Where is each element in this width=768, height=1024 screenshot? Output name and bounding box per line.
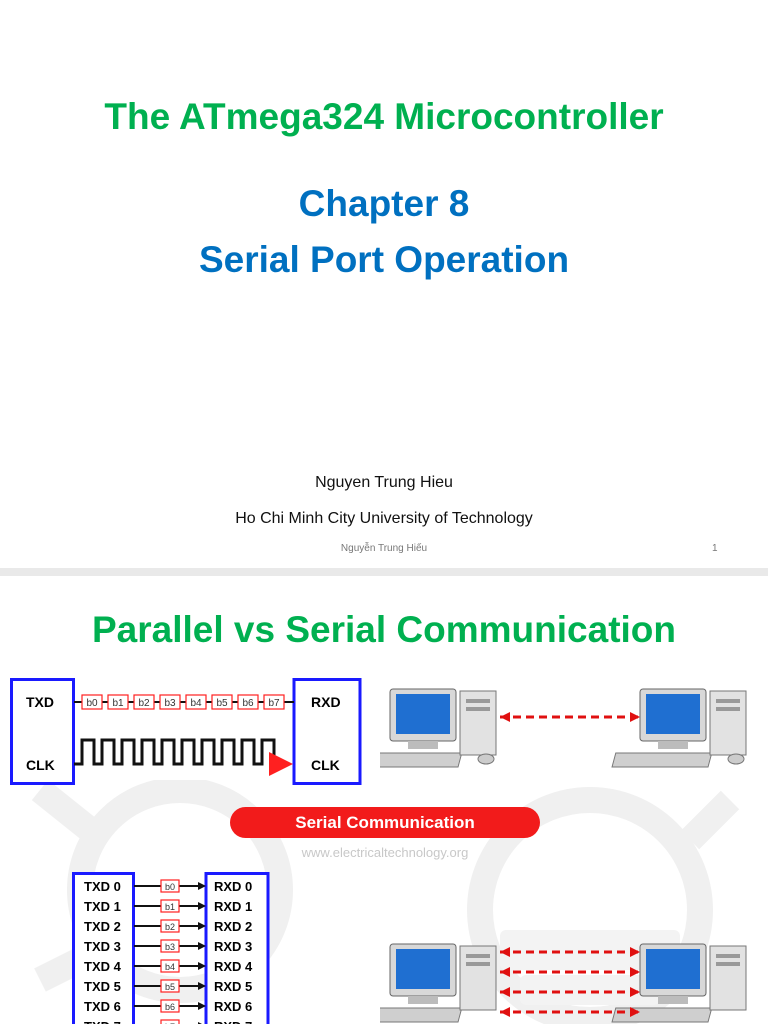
serial-bit-label: b3 [164,698,176,709]
serial-bit-box: b7 [263,694,285,710]
serial-bit-box: b0 [81,694,103,710]
slide-title: Parallel vs Serial Communication [92,609,676,650]
rx-clk-label: CLK [311,757,340,773]
serial-bit-box: b1 [107,694,129,710]
parallel-bit-label: b1 [165,902,175,912]
parallel-line-row: TXD 1 b1 RXD 1 [84,899,252,914]
rx-line-label: RXD 2 [214,919,252,934]
university-name: Ho Chi Minh City University of Technolog… [235,510,533,527]
serial-bit-box: b6 [237,694,259,710]
page-number: 1 [712,543,718,554]
rx-parallel-box [204,872,270,1024]
parallel-line-row: TXD 4 b4 RXD 4 [84,959,253,974]
serial-bit-label: b6 [242,698,254,709]
tx-line-label: TXD 1 [84,899,121,914]
chapter-title: Serial Port Operation [198,239,570,280]
computer-right-icon [611,943,747,1023]
footer-author: Nguyễn Trung Hiếu [340,543,428,554]
rx-line-label: RXD 5 [214,979,252,994]
serial-bit-label: b5 [216,698,228,709]
serial-computers-illustration [380,688,747,768]
serial-bit-label: b7 [268,698,280,709]
author-name: Nguyen Trung Hieu [315,474,453,491]
rx-line-label: RXD 1 [214,899,252,914]
computer-left-icon [380,943,497,1023]
tx-parallel-box [72,872,135,1024]
parallel-computers-illustration [380,943,747,1023]
parallel-line-row: TXD 6 b6 RXD 6 [84,999,252,1014]
rx-line-label: RXD 4 [214,959,253,974]
parallel-bit-label: b3 [165,942,175,952]
tx-clk-label: CLK [26,757,55,773]
parallel-link-arrows [500,947,640,1017]
rx-line-label: RXD 3 [214,939,252,954]
tx-line-label: TXD 4 [84,959,122,974]
serial-bit-label: b2 [138,698,150,709]
clock-waveform [74,738,293,776]
parallel-line-row: TXD 3 b3 RXD 3 [84,939,252,954]
slide-divider [0,568,768,576]
rx-label: RXD [311,694,341,710]
tx-box [10,678,75,785]
serial-bit-box: b4 [185,694,207,710]
serial-bit-box: b3 [159,694,181,710]
parallel-bit-label: b6 [165,1002,175,1012]
tx-line-label: TXD 0 [84,879,121,894]
parallel-line-row: TXD 0 b0 RXD 0 [84,879,252,894]
rx-line-label: RXD 0 [214,879,252,894]
computer-left-icon [380,688,497,768]
parallel-line-row: TXD 5 b5 RXD 5 [84,979,252,994]
tx-line-label: TXD 6 [84,999,121,1014]
parallel-bit-label: b2 [165,922,175,932]
tx-line-label: TXD 2 [84,919,121,934]
tx-label: TXD [26,694,54,710]
parallel-line-row: TXD 7 b7 RXD 7 [84,1019,252,1024]
serial-communication-banner: Serial Communication [230,807,540,838]
serial-bit-label: b0 [86,698,98,709]
computer-right-icon [611,688,747,768]
serial-timing-diagram: TXD CLK RXD CLK b0 b1 b2 b3 b4 b5 b6 b7 [10,678,362,785]
tx-line-label: TXD 3 [84,939,121,954]
tx-line-label: TXD 5 [84,979,121,994]
serial-bit-label: b1 [112,698,124,709]
serial-bit-label: b4 [190,698,202,709]
parallel-bit-label: b0 [165,882,175,892]
title-slide [0,0,768,568]
parallel-bit-label: b7 [165,1022,175,1024]
deck-title: The ATmega324 Microcontroller [104,96,664,137]
parallel-line-row: TXD 2 b2 RXD 2 [84,919,252,934]
chapter-number: Chapter 8 [298,183,470,224]
serial-bit-box: b2 [133,694,155,710]
parallel-bit-label: b4 [165,962,175,972]
rx-line-label: RXD 6 [214,999,252,1014]
serial-bit-box: b5 [211,694,233,710]
serial-link-arrow [500,712,640,722]
watermark-url: www.electricaltechnology.org [301,845,469,860]
rx-line-label: RXD 7 [214,1019,252,1024]
parallel-bit-label: b5 [165,982,175,992]
tx-line-label: TXD 7 [84,1019,121,1024]
rx-box [292,678,362,785]
